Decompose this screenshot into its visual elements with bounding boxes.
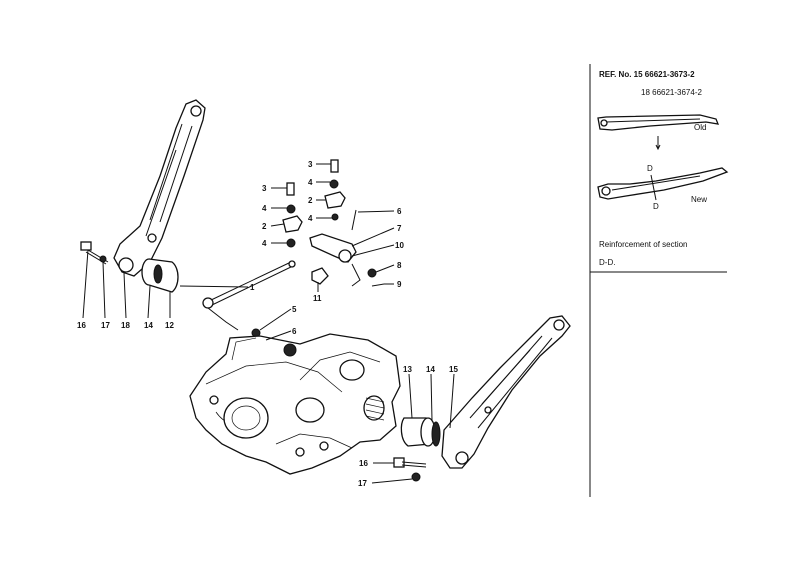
callout-3-a: 3 — [262, 184, 267, 193]
callout-17-left: 17 — [101, 321, 110, 330]
callout-3-b: 3 — [308, 160, 313, 169]
ref-line-1: REF. No. 15 66621-3673-2 — [599, 70, 695, 79]
callout-1: 1 — [250, 283, 255, 292]
callout-2-a: 2 — [262, 222, 267, 231]
callout-6-upper: 6 — [397, 207, 402, 216]
callout-13: 13 — [403, 365, 412, 374]
washer-17-right — [411, 472, 421, 482]
hardware-column-a — [282, 182, 303, 248]
note-line-1: Reinforcement of section — [599, 240, 688, 249]
side-panel: REF. No. 15 66621-3673-2 18 66621-3674-2… — [589, 64, 729, 497]
left-lift-arm — [113, 99, 206, 277]
rod-link — [207, 307, 239, 331]
old-lever-sketch — [597, 114, 720, 131]
callout-11: 11 — [313, 294, 322, 303]
collar-13-right — [400, 417, 441, 447]
callout-10: 10 — [395, 241, 404, 250]
callout-6-lower: 6 — [292, 327, 297, 336]
callout-4-d: 4 — [308, 214, 313, 223]
linkage-assembly — [309, 209, 385, 287]
callout-14-right: 14 — [426, 365, 435, 374]
hardware-column-b — [324, 159, 346, 221]
callout-18-left: 18 — [121, 321, 130, 330]
callout-4-c: 4 — [308, 178, 313, 187]
washer-17-left — [99, 255, 107, 263]
callout-7: 7 — [397, 224, 402, 233]
new-lever-sketch — [597, 167, 729, 201]
callout-9: 9 — [397, 280, 402, 289]
callout-2-b: 2 — [308, 196, 313, 205]
callout-14-left: 14 — [144, 321, 153, 330]
leader-lines — [82, 163, 455, 484]
callout-4-a: 4 — [262, 204, 267, 213]
right-lift-arm — [441, 315, 571, 469]
callout-15: 15 — [449, 365, 458, 374]
hydraulic-housing — [189, 333, 401, 475]
callout-numbers: 16 17 18 14 12 1 5 6 3 4 2 4 3 4 2 4 6 7… — [77, 160, 458, 488]
old-label: Old — [694, 123, 706, 132]
ref-line-2: 18 66621-3674-2 — [641, 88, 702, 97]
callout-16-left: 16 — [77, 321, 86, 330]
rod-1 — [202, 260, 296, 309]
callout-5: 5 — [292, 305, 297, 314]
callout-12-left: 12 — [165, 321, 174, 330]
collar-12-left — [141, 258, 179, 293]
callout-8: 8 — [397, 261, 402, 270]
callout-16-right: 16 — [359, 459, 368, 468]
callout-17-right: 17 — [358, 479, 367, 488]
section-label-bottom: D — [653, 202, 659, 211]
new-label: New — [691, 195, 707, 204]
callout-4-b: 4 — [262, 239, 267, 248]
bolt-16-right — [393, 457, 427, 468]
note-line-2: D-D. — [599, 258, 615, 267]
section-label-top: D — [647, 164, 653, 173]
